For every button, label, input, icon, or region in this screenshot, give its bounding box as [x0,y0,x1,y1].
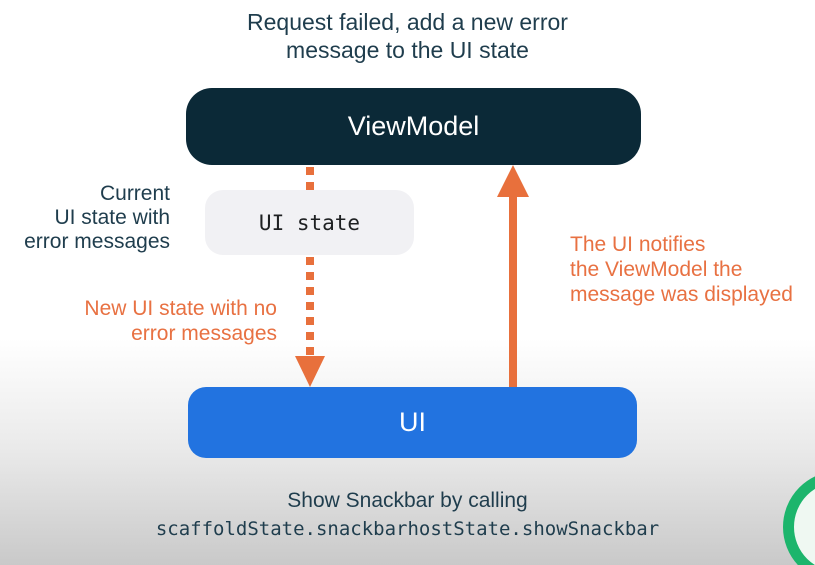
annotation-new-line1: New UI state with no [84,297,277,320]
diagram-title-line1: Request failed, add a new error [247,9,568,35]
annotation-notify-line3: message was displayed [570,283,793,306]
green-circle-decoration [783,471,815,565]
annotation-current-line1: Current [99,182,170,205]
annotation-current-ui-state: Current UI state with error messages [0,182,170,254]
annotation-new-ui-state: New UI state with no error messages [0,296,277,346]
ui-node: UI [188,387,637,458]
annotation-new-line2: error messages [131,322,277,345]
annotation-current-line3: error messages [24,230,170,253]
ui-node-label: UI [399,407,426,437]
notify-flow-arrowhead-up [497,165,529,197]
diagram-title-line2: message to the UI state [286,37,529,63]
viewmodel-node: ViewModel [186,88,641,165]
annotation-ui-notifies: The UI notifies the ViewModel the messag… [570,232,815,307]
ui-state-chip-label: UI state [258,210,361,235]
diagram-title: Request failed, add a new error message … [0,8,815,64]
notify-flow-solid-arrow [509,196,517,387]
annotation-notify-line2: the ViewModel the [570,258,743,281]
ui-state-flow-arrowhead-down [295,356,325,387]
annotation-current-line2: UI state with [54,206,170,229]
footer-caption: Show Snackbar by calling [287,489,528,512]
footer-code-snippet: scaffoldState.snackbarhostState.showSnac… [155,518,660,540]
annotation-notify-line1: The UI notifies [570,233,706,256]
ui-state-flow-dashed-arrow [306,167,314,356]
ui-state-chip: UI state [205,190,414,255]
viewmodel-node-label: ViewModel [347,111,480,141]
